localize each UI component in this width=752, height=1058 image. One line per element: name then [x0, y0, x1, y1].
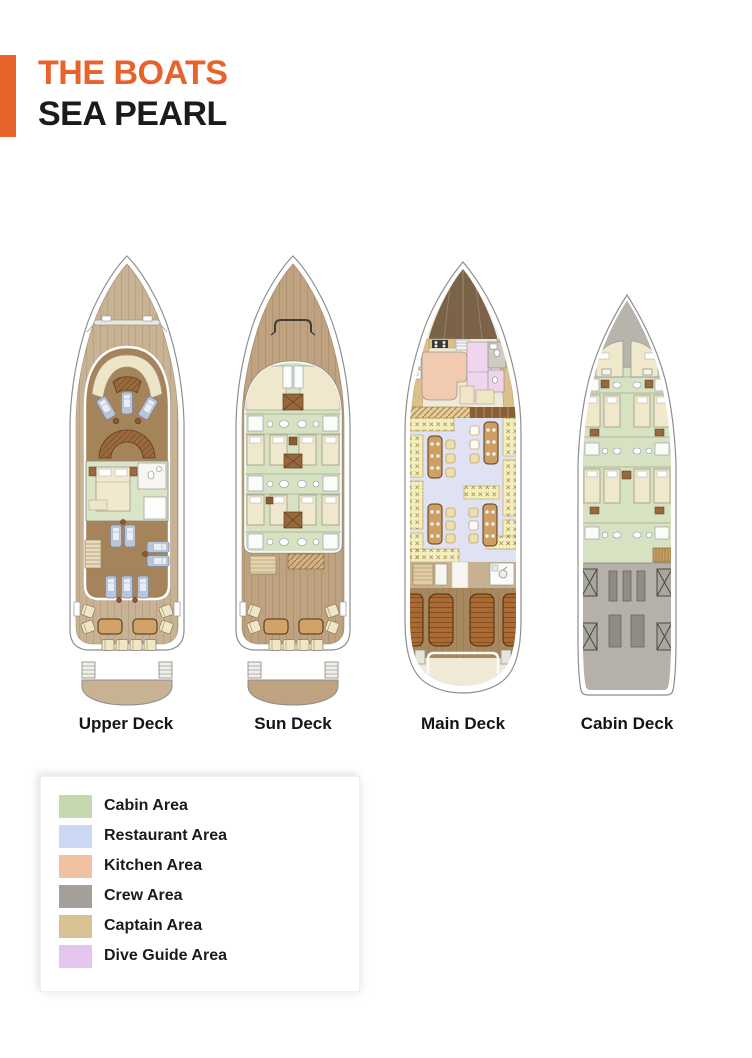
legend: Cabin Area Restaurant Area Kitchen Area …	[40, 776, 360, 992]
sun-deck-swim-platform	[247, 661, 339, 706]
sun-deck-beds-row1	[246, 434, 340, 469]
main-deck-restaurant-area	[410, 417, 516, 563]
legend-label-dive-guide-area: Dive Guide Area	[104, 947, 228, 964]
restaurant-tables	[427, 421, 499, 547]
cabin-deck-plan	[577, 293, 677, 696]
legend-swatch-captain-area	[59, 914, 92, 938]
sun-deck-beds-row2	[246, 494, 340, 529]
cabin-deck-crew-area	[583, 562, 671, 690]
legend-label-cabin-area: Cabin Area	[104, 797, 188, 814]
page-title-line1: THE BOATS	[38, 54, 228, 92]
main-deck-lobby	[410, 561, 516, 589]
legend-swatch-crew-area	[59, 884, 92, 908]
legend-item-crew-area: Crew Area	[59, 881, 359, 911]
legend-label-crew-area: Crew Area	[104, 887, 183, 904]
legend-item-dive-guide-area: Dive Guide Area	[59, 941, 359, 971]
upper-deck-stairs	[84, 539, 102, 569]
upper-deck-loungers	[84, 519, 170, 603]
deck-label-main: Main Deck	[420, 714, 506, 733]
upper-deck-captain-cabin	[85, 460, 169, 522]
legend-swatch-dive-guide-area	[59, 944, 92, 968]
header-accent-bar	[0, 55, 16, 137]
deck-label-sun: Sun Deck	[254, 714, 332, 733]
upper-deck-plan	[69, 255, 185, 706]
deck-label-cabin: Cabin Deck	[580, 714, 674, 733]
legend-label-kitchen-area: Kitchen Area	[104, 857, 203, 874]
upper-deck-stern-seating	[73, 601, 181, 651]
sun-deck-cabin-area	[243, 360, 343, 554]
page-title: THE BOATS SEA PEARL	[38, 53, 228, 135]
legend-item-kitchen-area: Kitchen Area	[59, 851, 359, 881]
legend-item-restaurant-area: Restaurant Area	[59, 821, 359, 851]
upper-deck-windlass	[86, 315, 168, 333]
sun-deck-stairs	[249, 553, 325, 575]
legend-label-captain-area: Captain Area	[104, 917, 203, 934]
upper-deck-swim-platform	[81, 661, 173, 706]
cabin-deck-bath-band-2	[583, 436, 671, 468]
deck-label-upper: Upper Deck	[78, 714, 174, 733]
main-deck-dive-guide-area	[459, 341, 507, 405]
cabin-deck-beds-row2	[583, 468, 671, 515]
legend-swatch-cabin-area	[59, 794, 92, 818]
cabin-deck-bath-band-3	[583, 522, 671, 540]
page-title-line2: SEA PEARL	[38, 95, 227, 133]
main-deck-plan	[404, 261, 522, 694]
legend-label-restaurant-area: Restaurant Area	[104, 827, 228, 844]
restaurant-benches	[410, 417, 516, 563]
legend-swatch-restaurant-area	[59, 824, 92, 848]
legend-item-captain-area: Captain Area	[59, 911, 359, 941]
legend-item-cabin-area: Cabin Area	[59, 791, 359, 821]
main-deck-bow	[429, 269, 497, 339]
main-deck-dive-deck	[410, 588, 516, 674]
sun-deck-stern-seating	[239, 601, 347, 651]
legend-swatch-kitchen-area	[59, 854, 92, 878]
sun-deck-plan	[235, 255, 351, 706]
crew-area-x-boxes	[583, 568, 671, 651]
